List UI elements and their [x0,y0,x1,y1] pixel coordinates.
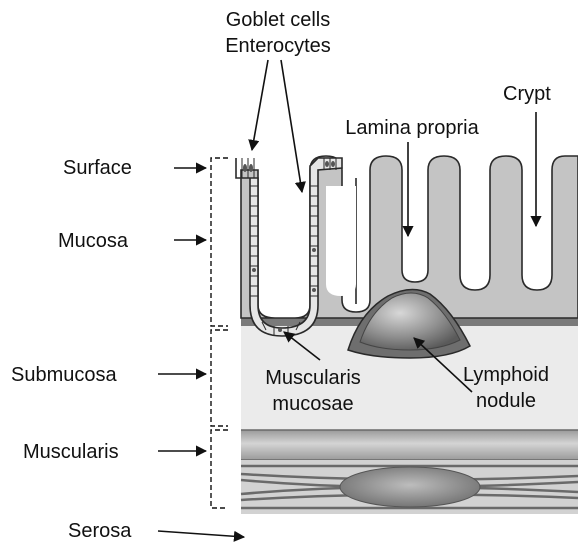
mucosa-label: Mucosa [58,230,129,252]
goblet-arrow [252,60,268,150]
goblet-cells-label: Goblet cells [226,9,331,31]
enterocytes-label: Enterocytes [225,35,331,57]
muscularis-mucosae-label-line2: mucosae [272,393,353,415]
layer-brackets [211,158,228,508]
mucosa-bracket [211,158,228,326]
muscularis-mucosae-label-line1: Muscularis [265,367,361,389]
enterocyte-arrow [281,60,302,192]
lymphoid-nodule-label-line2: nodule [476,390,536,412]
lymphoid-nodule-label-line1: Lymphoid [463,364,549,386]
serosa-label: Serosa [68,520,132,542]
submucosa-bracket [211,330,228,426]
muscularis-layer [241,430,578,514]
crypt-a [326,186,356,296]
lamina-propria-label: Lamina propria [345,117,479,139]
surface-label: Surface [63,157,132,179]
muscularis-bracket [211,430,228,508]
crypt-label: Crypt [503,83,551,105]
serosa-arrow [158,531,244,537]
submucosa-label: Submucosa [11,364,117,386]
muscle-spindle [340,467,480,507]
muscularis-label: Muscularis [23,441,119,463]
